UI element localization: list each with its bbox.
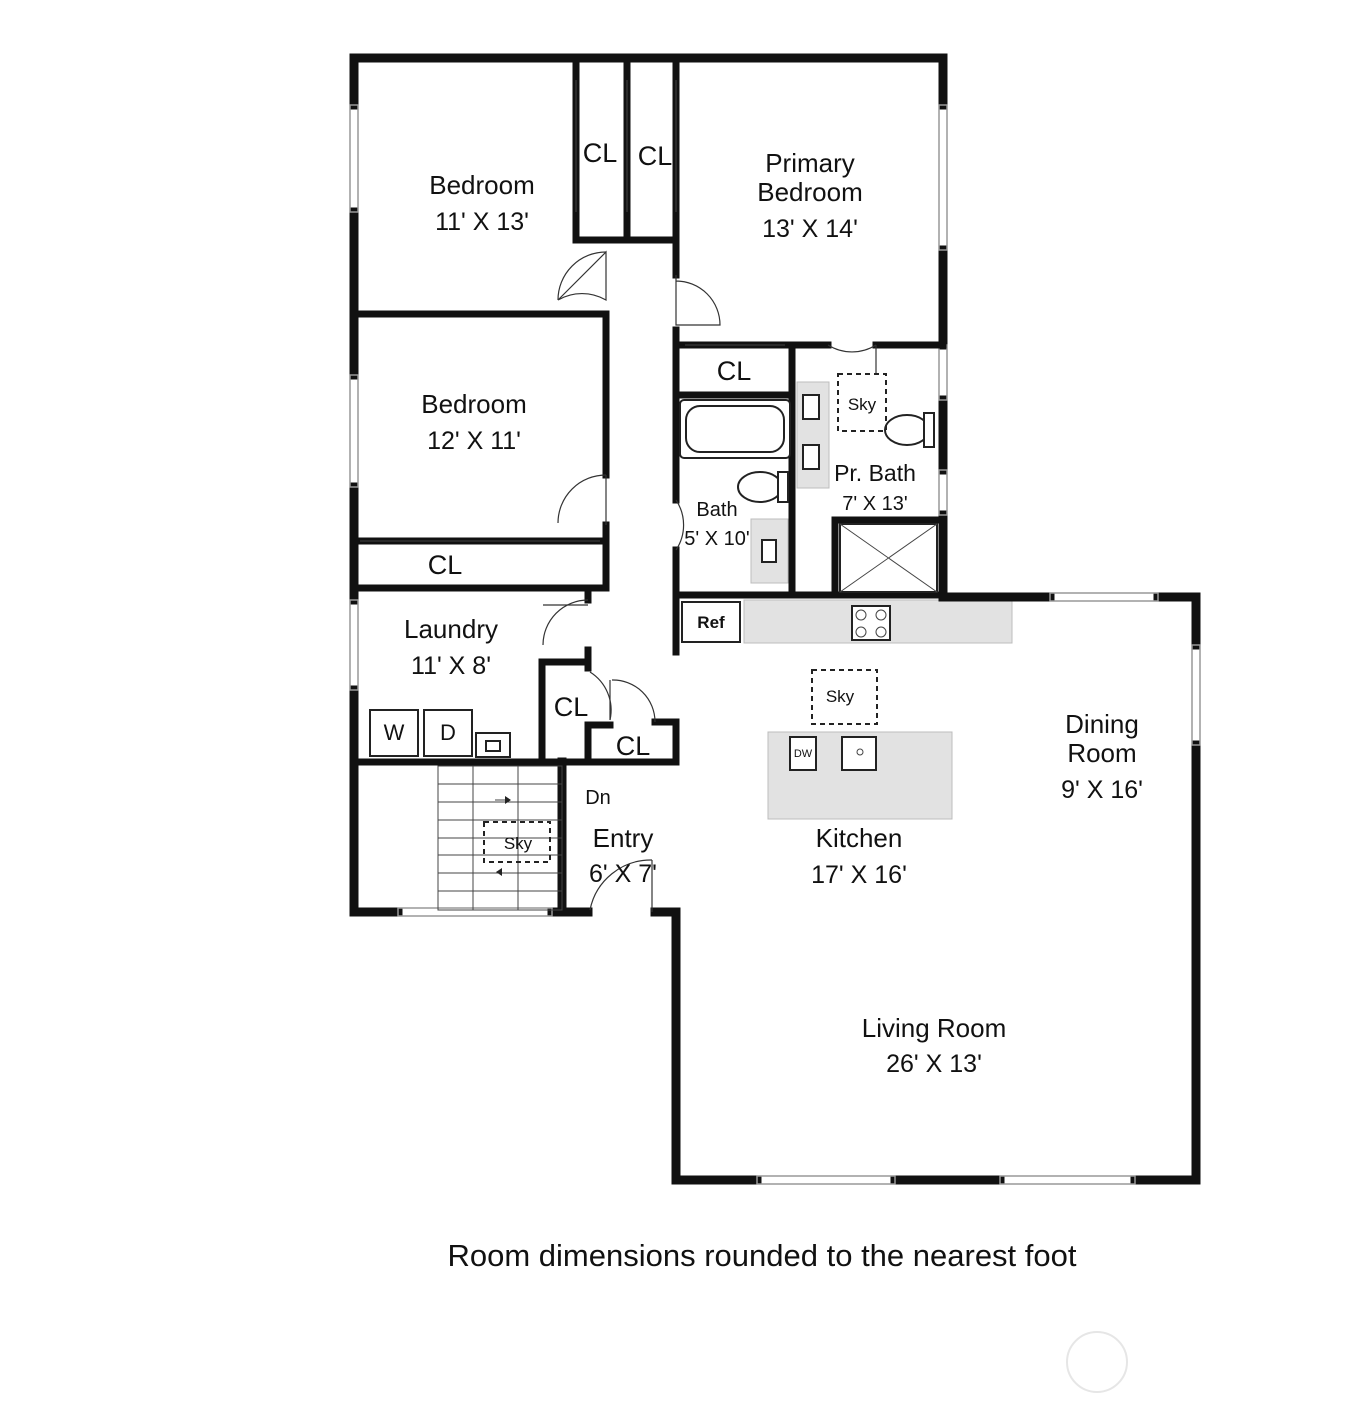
dishwasher-label: DW — [794, 748, 813, 760]
laundry-dim: 11' X 8' — [411, 652, 491, 680]
windows — [349, 104, 1201, 1185]
living-dim: 26' X 13' — [886, 1050, 982, 1078]
dining-name-line2: Room — [1067, 738, 1136, 768]
bath-dim: 5' X 10' — [684, 528, 749, 550]
exterior-walls — [349, 53, 1201, 1185]
bedroom1-name: Bedroom — [429, 170, 535, 200]
closet-label: CL — [554, 692, 589, 722]
entry-name: Entry — [593, 823, 654, 853]
laundry-name: Laundry — [404, 614, 498, 644]
skylight-pr-bath — [837, 373, 887, 432]
pr-bath-dim: 7' X 13' — [842, 493, 907, 515]
closet-label: CL — [616, 731, 651, 761]
pr-bath-name: Pr. Bath — [834, 460, 916, 486]
kitchen-dim: 17' X 16' — [811, 861, 907, 889]
watermark-logo — [1066, 1331, 1128, 1393]
primary-name-line1: Primary — [765, 148, 855, 178]
primary-dim: 13' X 14' — [762, 215, 858, 243]
skylight-label: Sky — [504, 834, 533, 853]
bedroom2-name: Bedroom — [421, 389, 527, 419]
fixtures — [369, 394, 938, 771]
closet-rods — [360, 80, 785, 542]
skylight-label: Sky — [848, 395, 877, 414]
skylight-kitchen — [811, 669, 878, 725]
closet-label: CL — [638, 141, 673, 171]
closet-label: CL — [583, 138, 618, 168]
stairs — [437, 765, 563, 911]
primary-name-line2: Bedroom — [757, 177, 863, 207]
closet-label: CL — [717, 356, 752, 386]
washer-label: W — [384, 720, 405, 745]
skylight-stairs — [483, 821, 551, 863]
living-name: Living Room — [862, 1013, 1007, 1043]
refrigerator-label: Ref — [697, 613, 725, 632]
dryer-label: D — [440, 720, 456, 745]
skylight-label: Sky — [826, 687, 855, 706]
kitchen-name: Kitchen — [816, 823, 903, 853]
dining-dim: 9' X 16' — [1061, 776, 1143, 804]
bath-name: Bath — [696, 499, 737, 521]
dining-name-line1: Dining — [1065, 709, 1139, 739]
stairs-down-label: Dn — [585, 787, 611, 809]
bedroom2-dim: 12' X 11' — [427, 427, 521, 455]
caption: Room dimensions rounded to the nearest f… — [448, 1238, 1077, 1273]
doors — [542, 250, 877, 912]
closet-label: CL — [428, 550, 463, 580]
bedroom1-dim: 11' X 13' — [435, 208, 529, 236]
entry-dim: 6' X 7' — [589, 860, 657, 888]
